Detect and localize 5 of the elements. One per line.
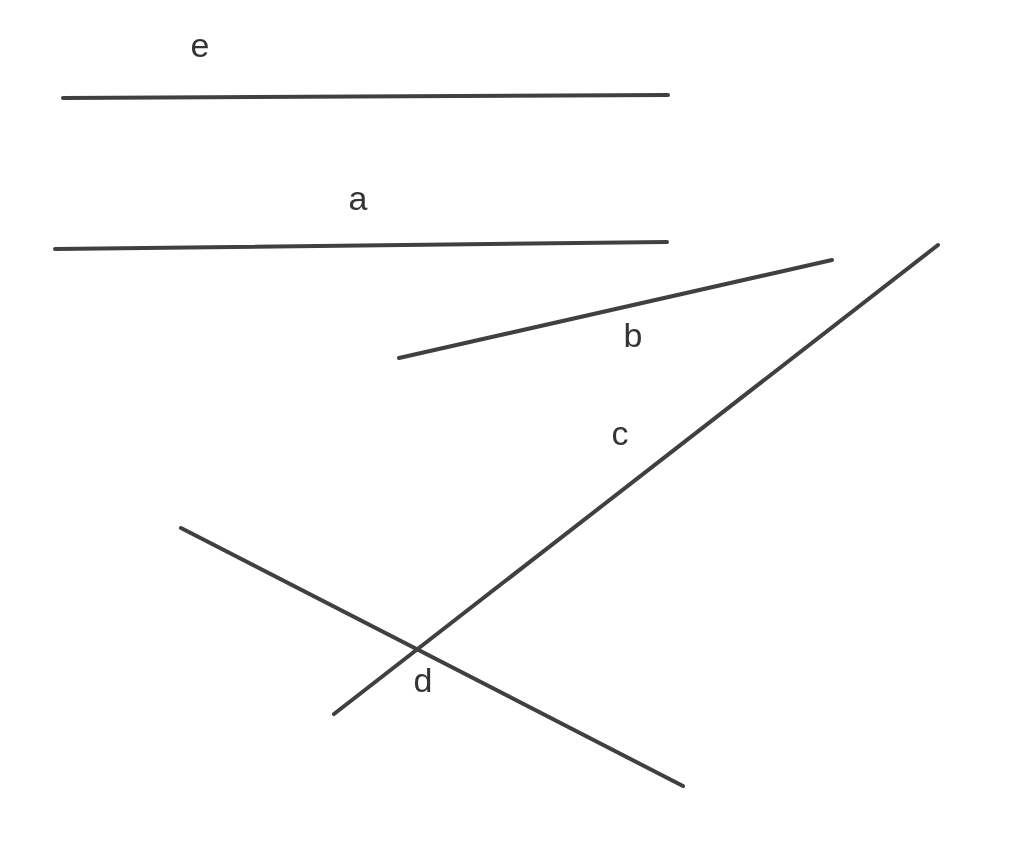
line-label: a [348, 181, 368, 215]
line-label: d [413, 663, 433, 697]
line-label: c [611, 416, 629, 450]
line-label: e [190, 28, 210, 62]
line-label: b [623, 318, 643, 352]
